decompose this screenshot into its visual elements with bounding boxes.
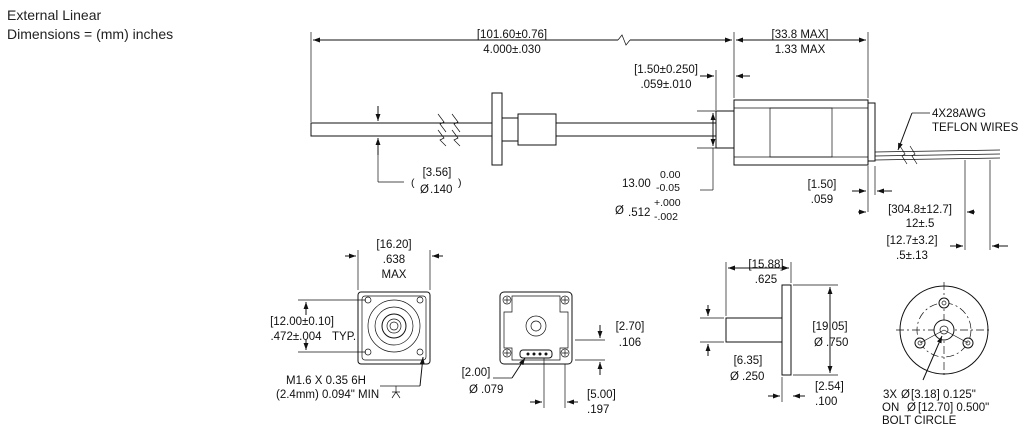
bolt-note-2: ON [882,402,899,414]
dim-body-in: 1.33 MAX [775,44,826,56]
svg-text:Ø: Ø [907,402,916,414]
pilot-dia-in: .512 [628,207,650,219]
svg-text:Ø: Ø [420,184,429,196]
nut-bolt-hole [938,297,950,309]
dim-gap-mm: [1.50±0.250] [634,64,698,76]
svg-text:Ø: Ø [469,384,478,396]
bolt-note-3: BOLT CIRCLE [882,415,957,427]
caption-title: External Linear [7,7,102,23]
rear-view: [2.70] .106 [2.00] Ø .079 [5.00] .197 [462,291,645,416]
nut-thick-in: .100 [815,396,837,408]
nut-body-in: .250 [742,371,764,383]
svg-text:Ø: Ø [730,371,739,383]
pin-off-mm: [5.00] [587,389,616,401]
svg-text:Ø: Ø [814,337,823,349]
nut-side-body [725,317,783,343]
hole-sp-in: .472±.004 [270,331,322,343]
svg-text:): ) [458,177,462,189]
motor-body [733,99,869,166]
nut-len-in: .625 [755,274,777,286]
svg-text:Ø: Ø [901,389,910,401]
connector-mm: [2.70] [616,321,645,333]
nut-body-mm: [6.35] [734,355,763,367]
hole-sp-note: TYP. [332,331,356,343]
strip-len-in: .5±.13 [896,250,928,262]
nut-len-mm: [15.88] [748,259,783,271]
hole-sp-mm: [12.00±0.10] [270,316,334,328]
nut-flange-mm: [19.05] [812,321,847,333]
nut-flange-in: .750 [826,337,848,349]
connector [519,349,553,359]
rear-gap-in: .059 [811,194,833,206]
square-mm: [16.20] [376,239,411,251]
pin-dia-mm: [2.00] [462,367,491,379]
connector-in: .106 [619,337,641,349]
nut-flange [491,92,503,166]
bolt-note-1b: [3.18] 0.125" [911,389,976,401]
dim-gap-in: .059±.010 [640,79,691,91]
pilot-in-tol-hi: +.000 [654,197,681,209]
svg-text:(: ( [411,177,415,189]
wire-len-in: 12±.5 [906,218,935,230]
wires-note-2: TEFLON WIRES [932,122,1019,134]
pilot-dia-mm: 13.00 [622,178,651,190]
side-view: [101.60±0.76] 4.000±.030 [33.8 MAX] 1.33… [310,29,1019,262]
nut-side-flange [781,284,792,376]
screw-dia-in: .140 [430,184,452,196]
pilot-tol-hi: 0.00 [660,169,681,181]
pilot-in-tol-lo: -.002 [654,211,678,223]
dim-overall-in: 4.000±.030 [483,44,540,56]
wire-len-mm: [304.8±12.7] [888,204,952,216]
thread-note-1: M1.6 X 0.35 6H [286,375,366,387]
caption: External Linear Dimensions = (mm) inches [7,6,173,44]
nut-thick-mm: [2.54] [815,381,844,393]
square-in: .638 [383,254,405,266]
nut-end-view: 3X Ø [3.18] 0.125" ON Ø [12.70] 0.500" B… [882,282,992,427]
screw-dia-mm: [3.56] [423,167,452,179]
pin-dia-in: .079 [481,384,503,396]
nut-hub [517,113,557,146]
square-note: MAX [382,269,407,281]
rear-gap-mm: [1.50] [808,179,837,191]
bolt-note-1: 3X [883,389,897,401]
nut-side-view: [15.88] .625 [19.05] Ø .750 [6.35] Ø .25… [700,259,848,408]
bolt-note-2b: [12.70] 0.500" [918,402,989,414]
pilot-tol-lo: -0.05 [656,182,680,194]
thread-note-2: (2.4mm) 0.094" MIN [276,389,379,401]
wires-note-1: 4X28AWG [932,108,986,120]
pilot [715,110,735,149]
dim-overall-mm: [101.60±0.76] [477,29,547,41]
strip-len-mm: [12.7±3.2] [886,235,937,247]
front-view: [16.20] .638 MAX [12.00±0.10] .472±.004 … [270,239,443,401]
front-bore [381,313,407,339]
nut-body [501,117,519,142]
lead-wire [874,149,1001,153]
pin-off-in: .197 [587,404,609,416]
rear-square [499,291,573,365]
dim-body-mm: [33.8 MAX] [772,29,829,41]
caption-units: Dimensions = (mm) inches [7,26,174,42]
svg-text:Ø: Ø [615,205,624,217]
